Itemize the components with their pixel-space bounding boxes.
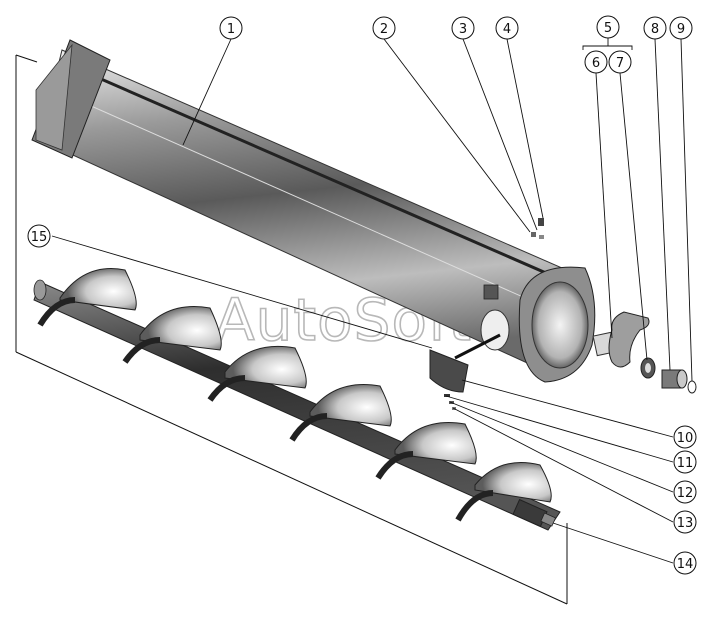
svg-text:12: 12 [677,486,694,501]
svg-text:3: 3 [459,22,467,37]
callouts: 1 2 3 4 5 6 7 8 9 10 11 12 13 14 15 [27,15,697,575]
bearing-parts [592,311,697,394]
part-8-bearing [661,369,688,389]
svg-text:5: 5 [604,21,612,36]
callout-5: 5 [596,15,620,39]
callout-14: 14 [673,551,697,575]
front-flange [518,266,596,383]
callout-1: 1 [219,16,243,40]
svg-text:9: 9 [677,22,685,37]
callout-12: 12 [673,480,697,504]
auger-shaft-end [512,498,557,528]
svg-text:14: 14 [677,557,694,572]
callout-10: 10 [673,425,697,449]
svg-text:11: 11 [677,456,694,471]
svg-text:13: 13 [677,516,694,531]
small-bracket [483,284,499,300]
callout-3: 3 [451,16,475,40]
svg-text:15: 15 [31,230,48,245]
svg-text:4: 4 [503,22,511,37]
auger-screw [33,268,561,531]
svg-text:1: 1 [227,22,235,37]
fasteners-top [531,218,544,239]
tube-housing [31,39,596,383]
part-7-housing [608,311,650,368]
callout-6: 6 [584,50,608,74]
svg-text:6: 6 [592,56,600,71]
callout-13: 13 [673,510,697,534]
callout-9: 9 [669,16,693,40]
rear-flange [31,39,111,159]
callout-15: 15 [27,224,51,248]
callout-2: 2 [372,16,396,40]
svg-text:7: 7 [616,56,624,71]
hatch-arrow [454,333,501,360]
callout-11: 11 [673,450,697,474]
callout-7: 7 [608,50,632,74]
callout-4: 4 [495,16,519,40]
svg-text:8: 8 [651,22,659,37]
hatch-cover [429,349,469,393]
svg-text:2: 2 [380,22,388,37]
part-9-ring [687,380,697,394]
svg-text:10: 10 [677,431,694,446]
auger-flights [37,268,552,522]
leader-lines [51,38,693,564]
callout-8: 8 [643,16,667,40]
auger-frame-lines [15,54,568,605]
